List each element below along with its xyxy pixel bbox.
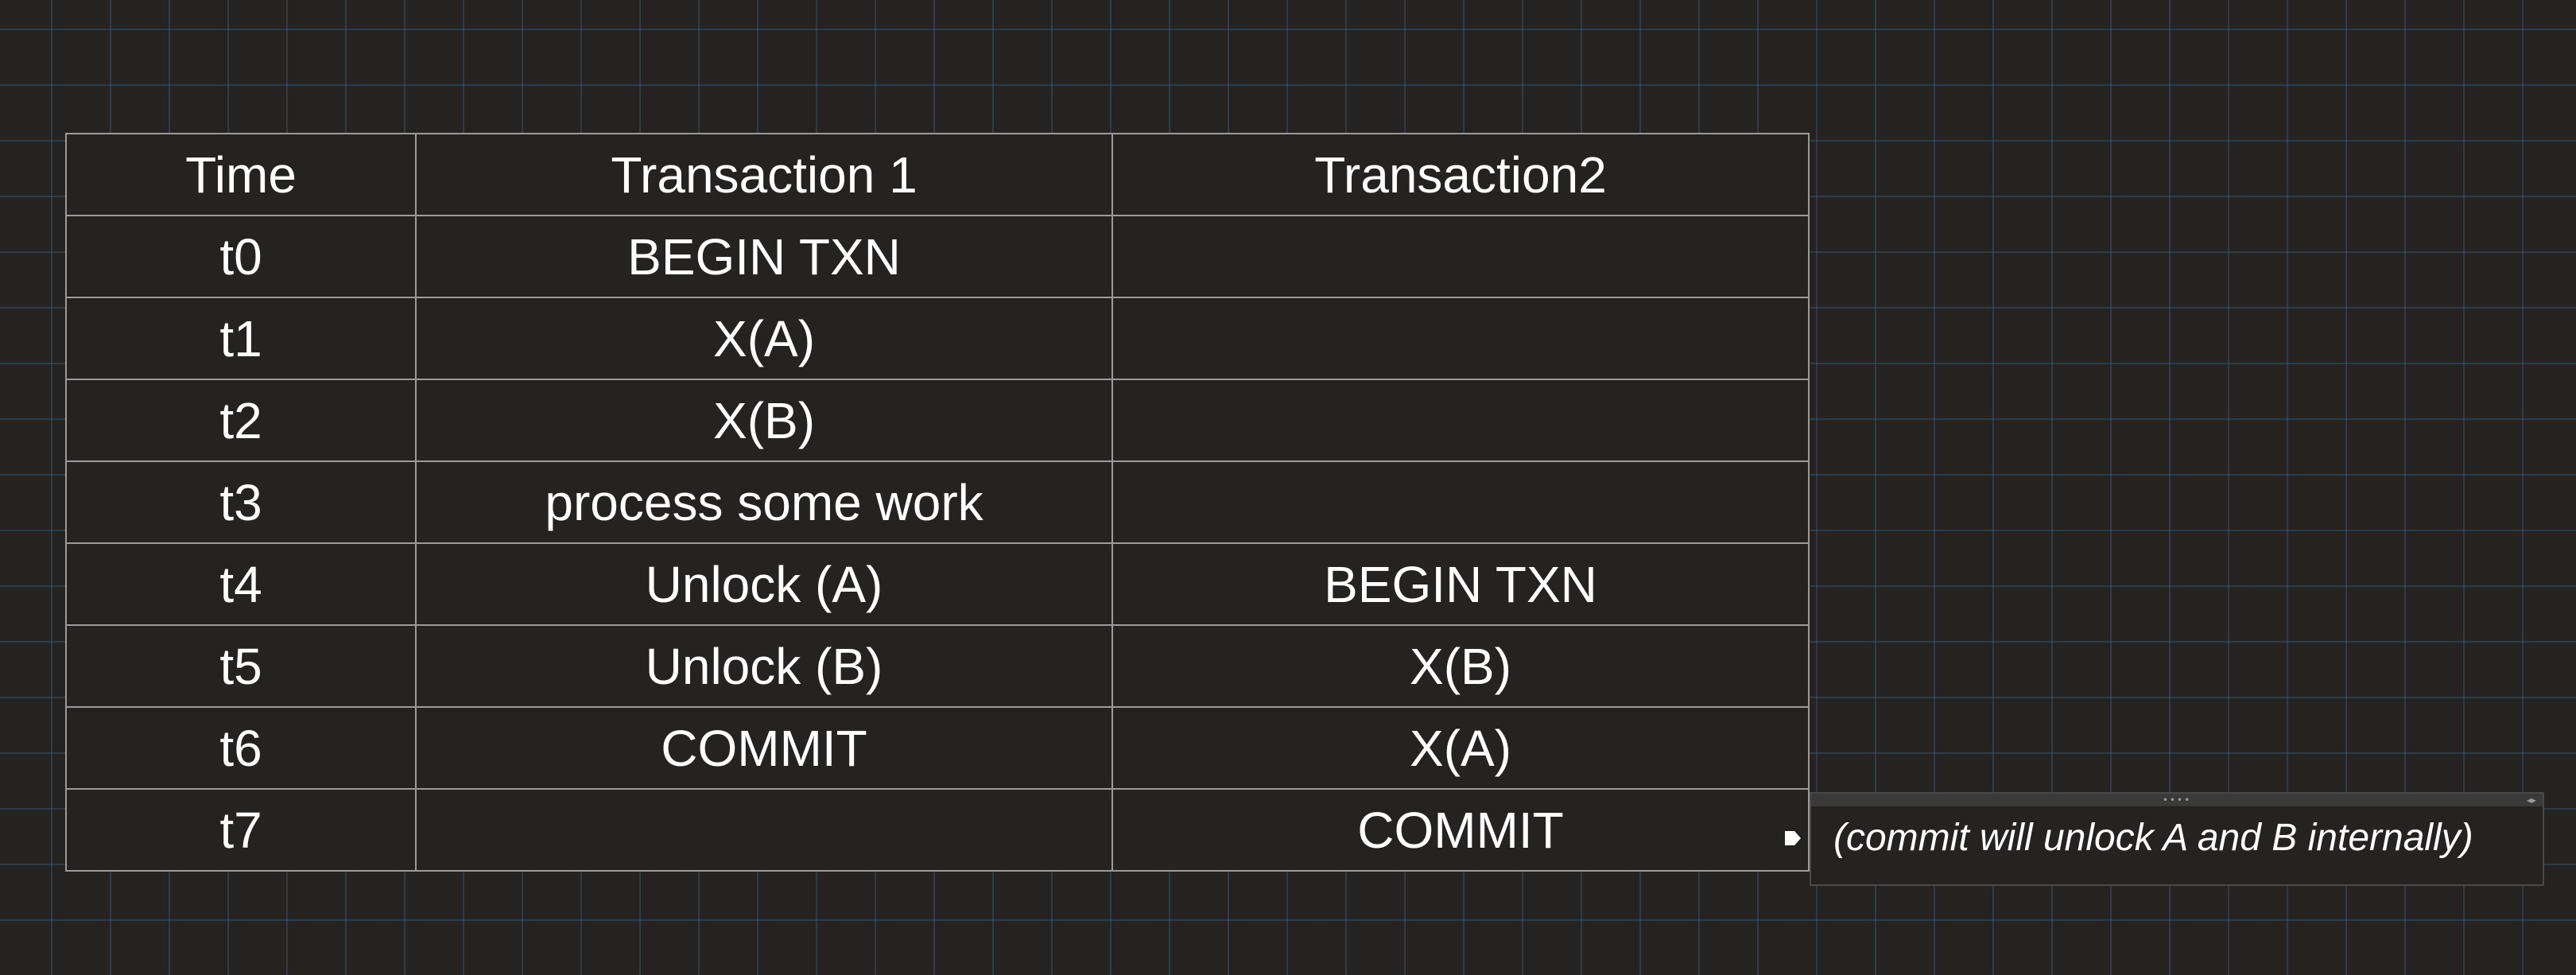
transaction-2-cell <box>1111 460 1810 544</box>
drag-handle-icon[interactable]: •••• <box>2162 794 2192 806</box>
note-box[interactable]: •••• ◂▸ (commit will unlock A and B inte… <box>1810 792 2544 886</box>
transaction-2-cell: X(A) <box>1111 706 1810 790</box>
time-cell: t5 <box>65 624 417 708</box>
transaction-2-cell: COMMIT <box>1111 788 1810 872</box>
table-row: t4 Unlock (A) BEGIN TXN <box>65 542 1810 626</box>
transaction-2-cell: BEGIN TXN <box>1111 542 1810 626</box>
transaction-1-cell: X(B) <box>415 379 1113 462</box>
transaction-1-cell: Unlock (A) <box>415 542 1113 626</box>
table-row: t3 process some work <box>65 460 1810 544</box>
time-cell: t3 <box>65 460 417 544</box>
transaction-1-cell: COMMIT <box>415 706 1113 790</box>
transaction-1-cell <box>415 788 1113 872</box>
resize-icon[interactable]: ◂▸ <box>2526 794 2536 806</box>
table-row: t0 BEGIN TXN <box>65 215 1810 298</box>
transaction-1-cell: Unlock (B) <box>415 624 1113 708</box>
table-row: t2 X(B) <box>65 379 1810 462</box>
table-row: t5 Unlock (B) X(B) <box>65 624 1810 708</box>
table-row: t1 X(A) <box>65 297 1810 380</box>
header-transaction-1: Transaction 1 <box>415 133 1113 216</box>
time-cell: t7 <box>65 788 417 872</box>
table-row: t7 COMMIT <box>65 788 1810 872</box>
transaction-schedule-table[interactable]: Time Transaction 1 Transaction2 t0 BEGIN… <box>65 133 1810 872</box>
transaction-1-cell: process some work <box>415 460 1113 544</box>
table-header-row: Time Transaction 1 Transaction2 <box>65 133 1810 216</box>
header-transaction-2: Transaction2 <box>1111 133 1810 216</box>
transaction-2-cell: X(B) <box>1111 624 1810 708</box>
transaction-2-cell <box>1111 297 1810 380</box>
time-cell: t1 <box>65 297 417 380</box>
transaction-2-cell <box>1111 379 1810 462</box>
note-text[interactable]: (commit will unlock A and B internally) <box>1833 817 2473 859</box>
transaction-1-cell: BEGIN TXN <box>415 215 1113 298</box>
transaction-1-cell: X(A) <box>415 297 1113 380</box>
header-time: Time <box>65 133 417 216</box>
note-title-bar[interactable]: •••• ◂▸ <box>1811 794 2543 806</box>
table-row: t6 COMMIT X(A) <box>65 706 1810 790</box>
time-cell: t6 <box>65 706 417 790</box>
transaction-2-cell <box>1111 215 1810 298</box>
time-cell: t0 <box>65 215 417 298</box>
note-pointer-icon <box>1785 831 1801 845</box>
time-cell: t4 <box>65 542 417 626</box>
time-cell: t2 <box>65 379 417 462</box>
